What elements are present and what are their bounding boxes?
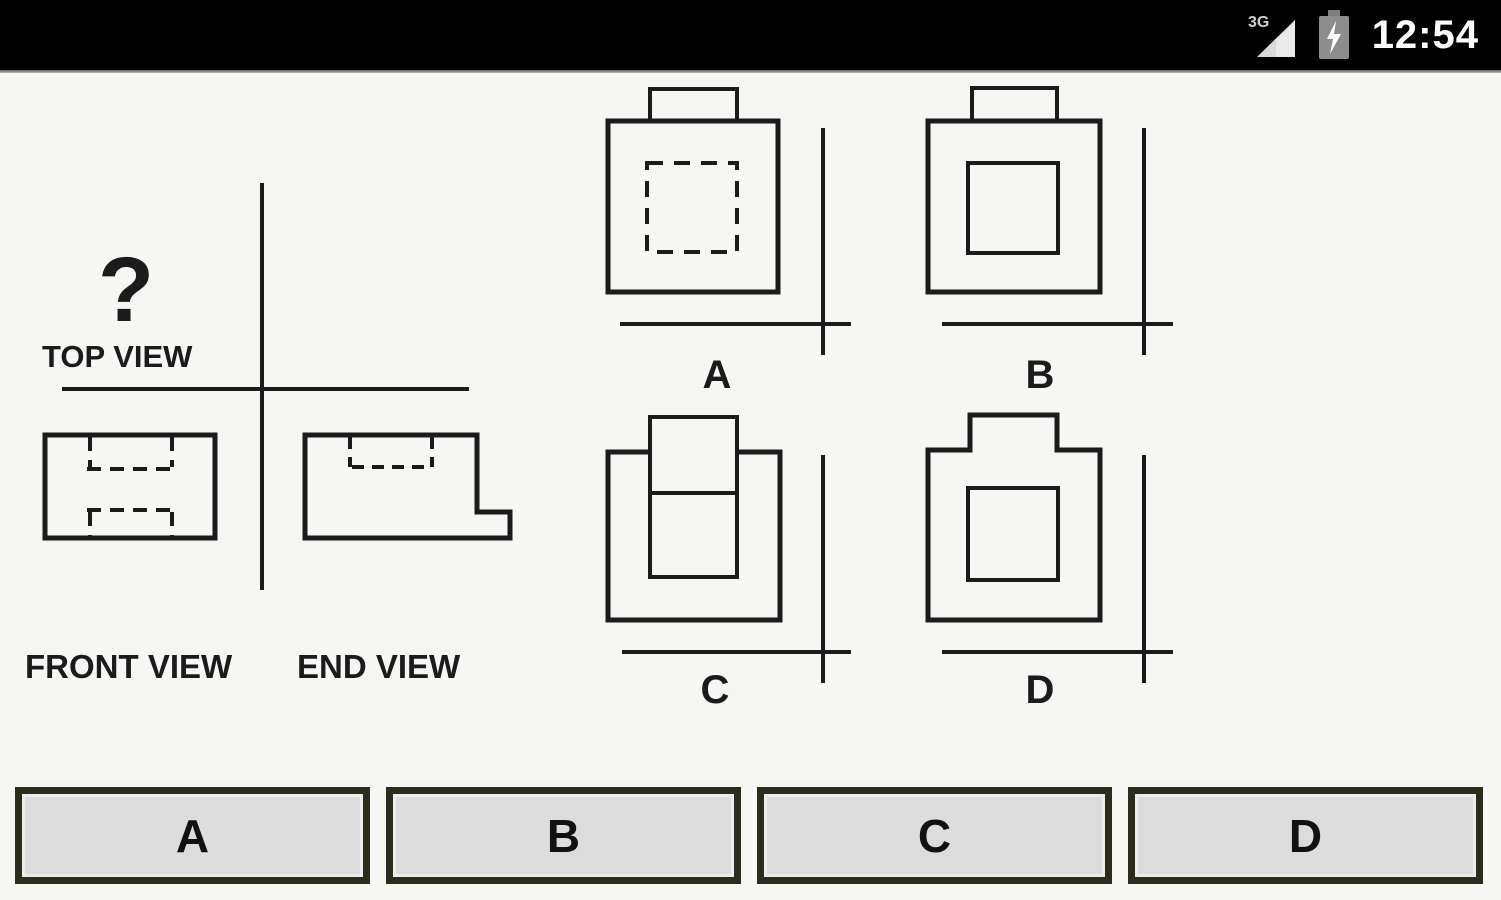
projection-cross <box>62 183 469 590</box>
status-bar: 3G 12:54 <box>0 0 1501 70</box>
question-mark: ? <box>98 239 154 341</box>
top-view-label: TOP VIEW <box>42 339 193 374</box>
option-a-label: A <box>703 353 732 397</box>
signal-3g-icon: 3G <box>1248 14 1295 57</box>
option-d-inner-square <box>966 486 1060 582</box>
end-view-hidden-lines <box>348 437 434 469</box>
battery-charging-icon <box>1318 10 1349 59</box>
option-c-label: C <box>701 668 730 712</box>
option-a-hidden-square <box>645 161 739 254</box>
answer-button-d[interactable]: D <box>1128 787 1483 884</box>
end-view-label: END VIEW <box>297 648 461 685</box>
clock: 12:54 <box>1371 13 1479 57</box>
option-c-drawing <box>605 415 851 683</box>
option-a-drawing <box>605 87 851 355</box>
option-d-label: D <box>1026 668 1055 712</box>
front-view-label: FRONT VIEW <box>25 648 233 685</box>
answer-button-c[interactable]: C <box>757 787 1112 884</box>
option-b-drawing <box>925 86 1173 355</box>
lightning-bolt <box>1326 21 1341 54</box>
signal-triangle <box>1256 20 1295 57</box>
front-view-hidden-lines <box>87 437 175 536</box>
answer-button-a[interactable]: A <box>15 787 370 884</box>
statusbar-divider <box>0 70 1501 73</box>
option-b-label: B <box>1026 353 1055 397</box>
option-d-drawing <box>925 412 1173 683</box>
answer-button-b[interactable]: B <box>386 787 741 884</box>
network-type-label: 3G <box>1248 14 1269 31</box>
front-view-drawing <box>42 432 218 541</box>
option-b-inner-square <box>966 161 1060 255</box>
end-view-drawing <box>302 432 513 541</box>
signal-triangle-shade <box>1256 38 1276 57</box>
answer-button-row: A B C D <box>15 787 1483 884</box>
